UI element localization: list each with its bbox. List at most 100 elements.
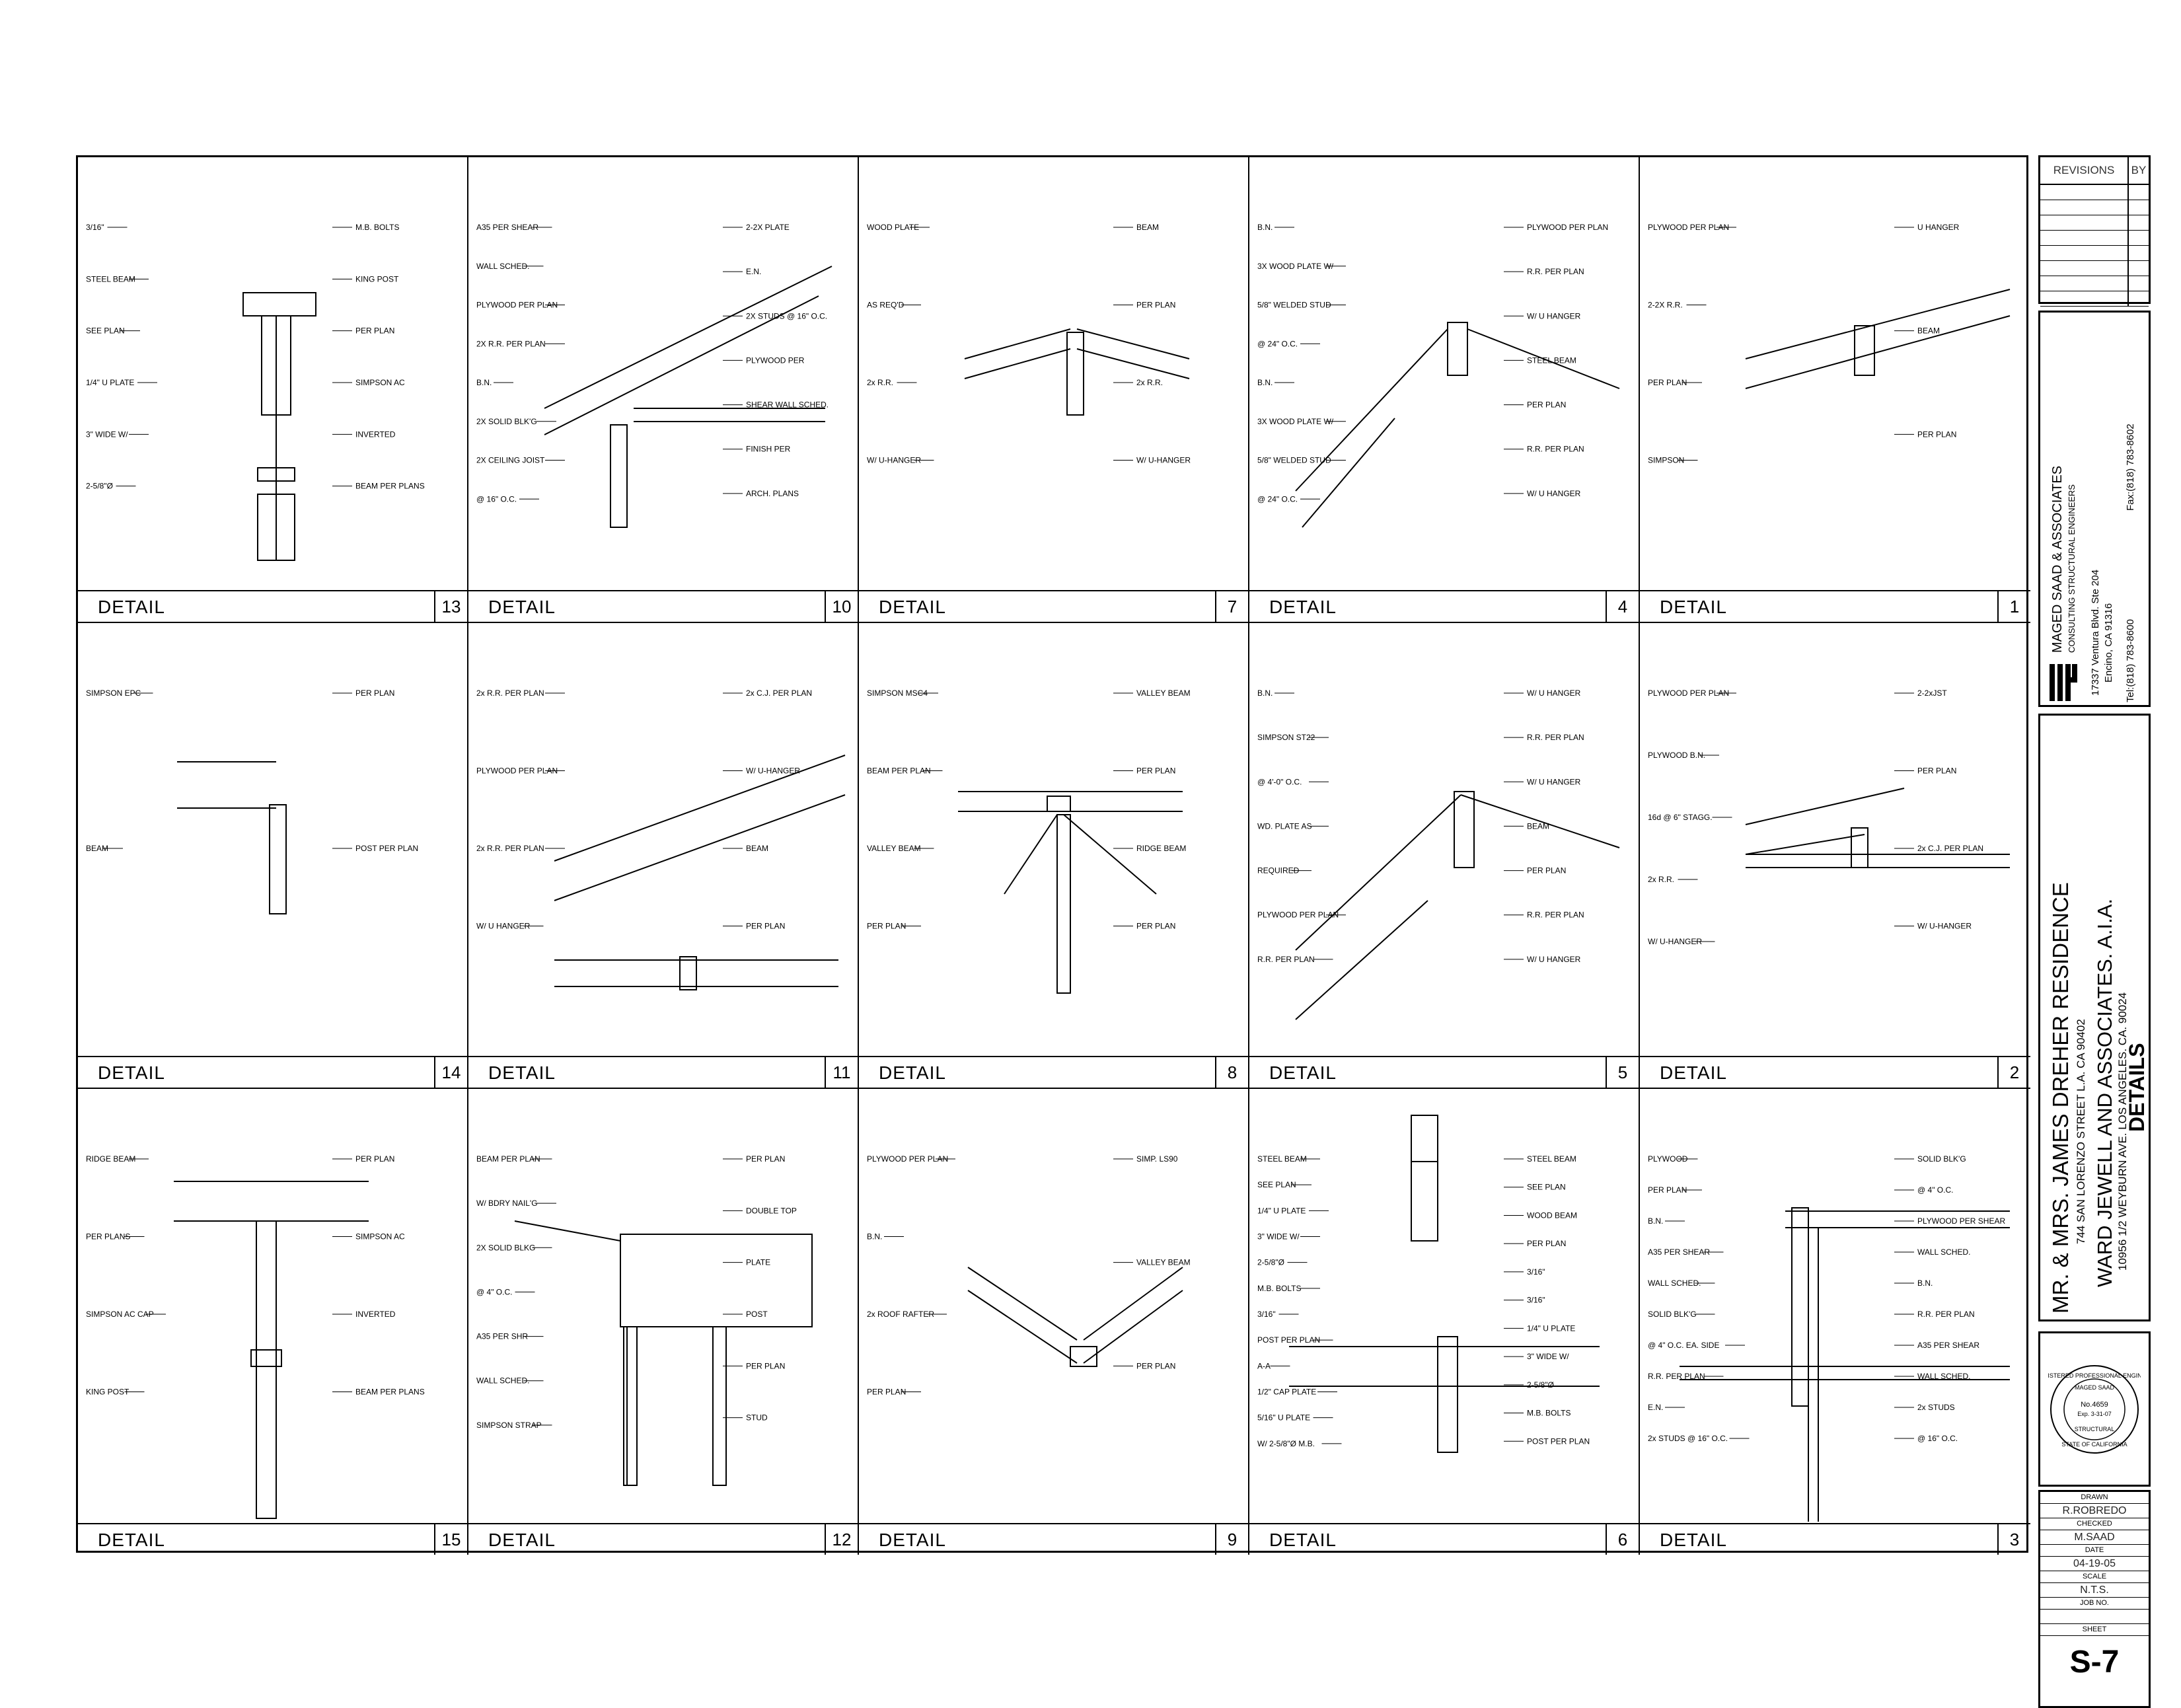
detail-callout: STEEL BEAM xyxy=(86,274,135,283)
detail-callout: PER PLAN xyxy=(355,688,394,698)
detail-callout: 2x C.J. PER PLAN xyxy=(746,688,812,698)
svg-text:MAGED SAAD: MAGED SAAD xyxy=(2075,1384,2115,1391)
detail-linework xyxy=(1447,322,1468,376)
detail-linework xyxy=(554,794,846,901)
detail-number: 9 xyxy=(1215,1524,1248,1555)
detail-linework xyxy=(1745,788,1905,825)
detail-callout: R.R. PER PLAN xyxy=(1527,445,1584,454)
detail-linework xyxy=(514,1220,621,1242)
detail-callout: WALL SCHED. xyxy=(1917,1247,1970,1257)
detail-callout: B.N. xyxy=(1257,688,1273,698)
detail-callout: R.R. PER PLAN xyxy=(1527,910,1584,920)
detail-callout: SEE PLAN xyxy=(1257,1180,1296,1189)
detail-callout: A35 PER SHEAR xyxy=(1648,1247,1710,1257)
detail-callout: BEAM PER PLANS xyxy=(355,482,425,491)
detail-callout: M.B. BOLTS xyxy=(1257,1284,1301,1293)
detail-callout: @ 16" O.C. xyxy=(1917,1434,1958,1443)
detail-callout: PER PLAN xyxy=(1527,866,1566,875)
detail-linework xyxy=(256,1220,277,1519)
detail-linework xyxy=(1745,289,2011,359)
detail-callout: M.B. BOLTS xyxy=(355,223,399,232)
detail-callout: 3" WIDE W/ xyxy=(1257,1232,1300,1242)
detail-callout: PER PLAN xyxy=(1917,429,1956,439)
detail-callout: 2X CEILING JOIST xyxy=(476,456,545,465)
detail-callout: 3/16" xyxy=(86,223,104,232)
detail-callout: W/ U HANGER xyxy=(1527,955,1581,964)
detail-callout: 2X SOLID BLK'G xyxy=(476,417,537,426)
revision-row xyxy=(2040,276,2149,291)
detail-callout: SIMPSON AC xyxy=(355,378,405,387)
detail-number: 3 xyxy=(1997,1524,2030,1555)
detail-callout: R.R. PER PLAN xyxy=(1527,733,1584,742)
revisions-by-header: BY xyxy=(2131,164,2147,176)
sheet-label: SHEET xyxy=(2040,1624,2149,1636)
detail-callout: KING POST xyxy=(86,1388,129,1397)
detail-callout: VALLEY BEAM xyxy=(867,844,921,853)
revision-row xyxy=(2040,261,2149,276)
detail-callout: BEAM xyxy=(1136,223,1159,232)
firm-subtitle: CONSULTING STRUCTURAL ENGINEERS xyxy=(2067,484,2077,653)
detail-callout: SIMP. LS90 xyxy=(1136,1154,1178,1164)
detail-callout: 3/16" xyxy=(1257,1310,1276,1319)
detail-callout: PLYWOOD PER SHEAR xyxy=(1917,1216,2005,1226)
detail-callout: B.N. xyxy=(867,1232,882,1242)
date-value: 04-19-05 xyxy=(2040,1557,2149,1571)
detail-callout: PER PLANS xyxy=(86,1232,130,1242)
detail-callout: WOOD BEAM xyxy=(1527,1210,1577,1220)
drawn-label: DRAWN xyxy=(2040,1492,2149,1504)
detail-callout: W/ U-HANGER xyxy=(746,766,800,776)
detail-callout: @ 16" O.C. xyxy=(476,494,517,503)
detail-callout: BEAM PER PLAN xyxy=(867,766,931,776)
detail-callout: B.N. xyxy=(1257,378,1273,387)
detail-callout: SIMPSON AC CAP xyxy=(86,1310,154,1319)
detail-linework xyxy=(1295,794,1461,951)
detail-number: 2 xyxy=(1997,1057,2030,1088)
detail-callout: SIMPSON AC xyxy=(355,1232,405,1242)
detail-callout: POST PER PLAN xyxy=(1527,1436,1590,1446)
detail-linework xyxy=(967,1290,1078,1364)
detail-number: 6 xyxy=(1606,1524,1639,1555)
detail-number: 5 xyxy=(1606,1057,1639,1088)
revision-row xyxy=(2040,185,2149,200)
firm-fax: Fax:(818) 783-8602 xyxy=(2125,424,2136,511)
detail-callout: @ 4" O.C. xyxy=(476,1287,512,1296)
project-block: MR. & MRS. JAMES DREHER RESIDENCE 744 SA… xyxy=(2038,714,2151,1321)
detail-callout: A35 PER SHEAR xyxy=(1917,1341,1979,1350)
svg-text:No.4659: No.4659 xyxy=(2081,1401,2108,1409)
detail-callout: SIMPSON EPC xyxy=(86,688,141,698)
detail-callout: AS REQ'D xyxy=(867,301,905,310)
detail-callout: PER PLAN xyxy=(867,922,906,931)
detail-title: DETAIL xyxy=(488,1062,556,1083)
detail-callout: PER PLAN xyxy=(1648,378,1687,387)
detail-callout: PER PLAN xyxy=(746,1154,785,1164)
detail-linework xyxy=(250,1349,282,1367)
detail-linework xyxy=(712,1326,727,1486)
detail-callout: PER PLAN xyxy=(1527,400,1566,410)
detail-linework xyxy=(1056,814,1071,994)
detail-callout: 3X WOOD PLATE W/ xyxy=(1257,417,1334,426)
detail-callout: 2x STUDS xyxy=(1917,1403,1955,1412)
detail-callout: W/ U HANGER xyxy=(1527,311,1581,320)
detail-linework xyxy=(261,315,291,416)
detail-callout: SIMPSON ST22 xyxy=(1257,733,1315,742)
detail-title: DETAIL xyxy=(879,1530,946,1550)
detail-callout: BEAM xyxy=(1917,326,1940,336)
detail-callout: A35 PER SHEAR xyxy=(476,223,538,232)
detail-linework xyxy=(1295,328,1448,492)
detail-callout: POST PER PLAN xyxy=(355,844,418,853)
detail-linework xyxy=(967,1267,1078,1341)
drawn-value: R.ROBREDO xyxy=(2040,1504,2149,1518)
